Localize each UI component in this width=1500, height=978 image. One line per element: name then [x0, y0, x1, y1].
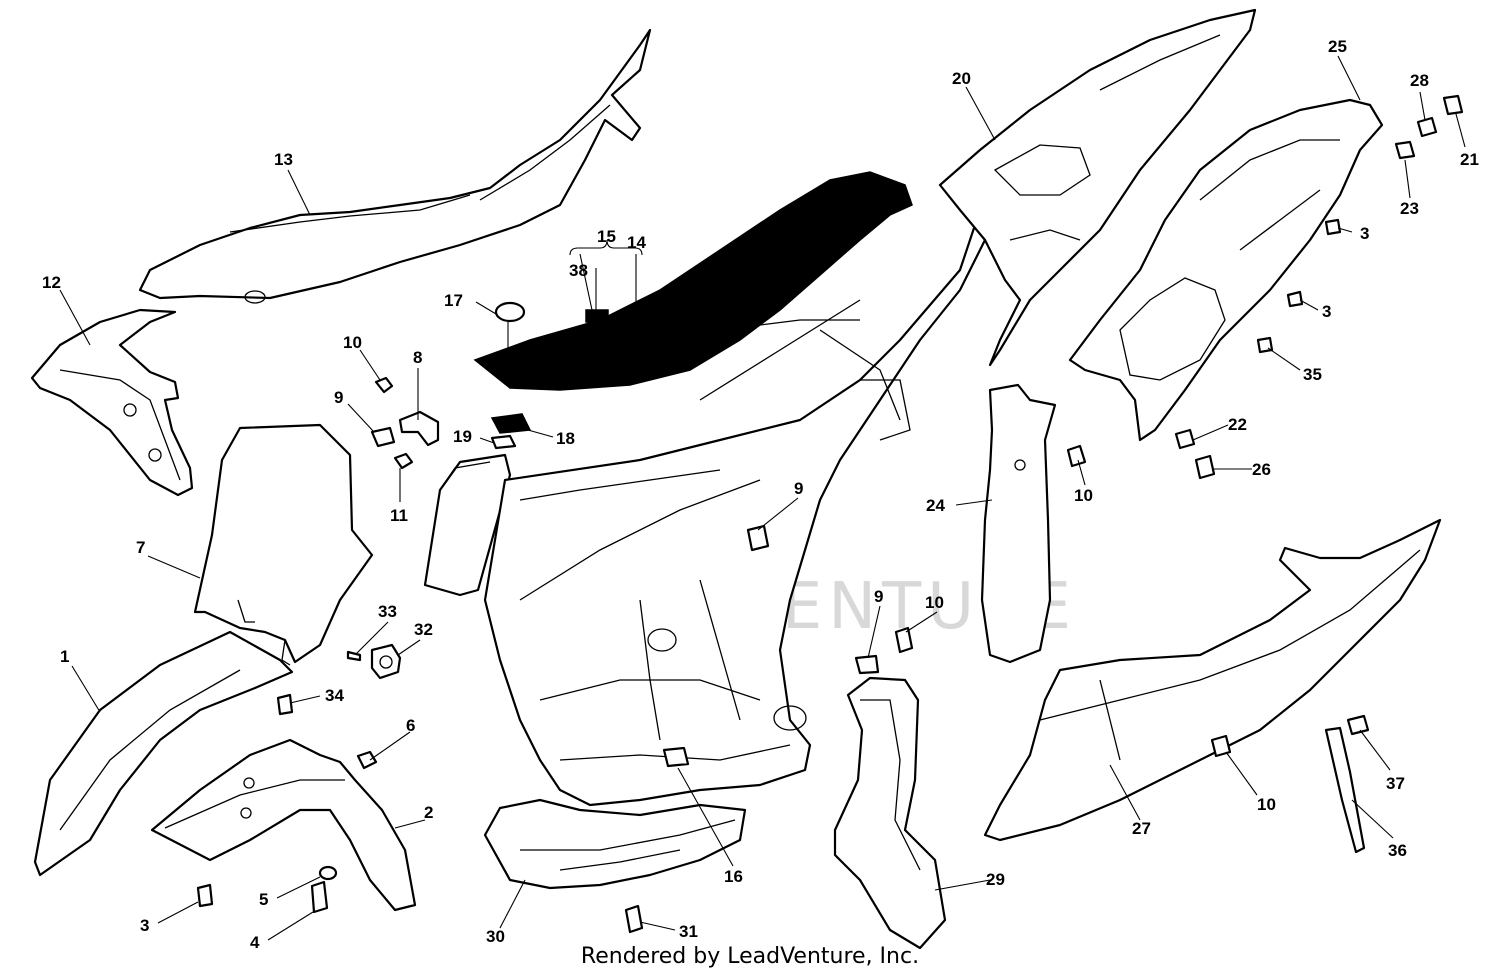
part-16-frame-clip[interactable]: [662, 746, 690, 768]
callout-labels: 1 2 3 4 5 6 7 8 9 10 11 12 13 14 15 16 1…: [42, 37, 1479, 952]
callout-23: 23: [1400, 199, 1419, 218]
part-16-frame[interactable]: [423, 198, 992, 807]
callout-25: 25: [1328, 37, 1347, 56]
part-5-washer[interactable]: [318, 865, 338, 881]
callout-9: 9: [334, 388, 343, 407]
callout-2: 2: [424, 803, 433, 822]
part-23-nut[interactable]: [1394, 140, 1416, 160]
part-20-rear-fender[interactable]: [938, 8, 1257, 367]
part-13-side-cover[interactable]: [138, 28, 652, 304]
callout-34: 34: [325, 686, 344, 705]
part-3-screw-b[interactable]: [1324, 218, 1342, 236]
part-32-clamp[interactable]: [370, 643, 402, 680]
callout-35: 35: [1303, 365, 1322, 384]
callout-36: 36: [1388, 841, 1407, 860]
callout-11: 11: [390, 506, 408, 525]
callout-29: 29: [986, 870, 1005, 889]
callout-10: 10: [343, 333, 362, 352]
part-9-clip-b[interactable]: [746, 524, 770, 552]
part-9-clip-c[interactable]: [854, 654, 880, 675]
callout-1: 1: [60, 647, 69, 666]
callout-14: 14: [627, 233, 646, 252]
part-11-bolt[interactable]: [393, 452, 414, 470]
callout-24: 24: [926, 496, 945, 515]
part-36-strap[interactable]: [1324, 726, 1366, 854]
part-8-bracket[interactable]: [398, 410, 440, 447]
part-38-pad[interactable]: [585, 309, 609, 323]
callout-30: 30: [486, 927, 505, 946]
callout-6: 6: [406, 716, 415, 735]
part-10-bolt-d[interactable]: [1210, 734, 1232, 758]
part-22-grommet[interactable]: [1174, 428, 1196, 450]
callout-18: 18: [556, 429, 575, 448]
part-33-screw[interactable]: [346, 650, 362, 662]
part-6-nut[interactable]: [356, 750, 378, 770]
part-30-skid-plate[interactable]: [483, 798, 747, 890]
part-27-side-cover[interactable]: [983, 518, 1442, 842]
callout-3b: 3: [1360, 224, 1369, 243]
callout-38: 38: [569, 261, 588, 280]
part-29-shroud[interactable]: [833, 676, 947, 950]
callout-28: 28: [1410, 71, 1429, 90]
callout-21: 21: [1460, 150, 1479, 169]
part-15-brace: [569, 239, 643, 256]
callout-9b: 9: [794, 479, 803, 498]
part-1-front-fairing[interactable]: [33, 630, 294, 877]
callout-7: 7: [136, 538, 145, 557]
callout-8: 8: [413, 348, 422, 367]
callout-13: 13: [274, 150, 293, 169]
callout-12: 12: [42, 273, 61, 292]
part-37-clip[interactable]: [1346, 714, 1370, 736]
part-19-clip[interactable]: [490, 434, 517, 450]
callout-27: 27: [1132, 819, 1151, 838]
callout-9c: 9: [874, 587, 883, 606]
part-21-screw[interactable]: [1442, 94, 1464, 116]
callout-32: 32: [414, 620, 433, 639]
part-14-seat[interactable]: [473, 171, 913, 391]
part-10-bolt-a[interactable]: [374, 376, 394, 394]
callout-19: 19: [453, 427, 472, 446]
callout-10b: 10: [925, 593, 944, 612]
part-24-guard[interactable]: [980, 383, 1057, 664]
part-9-clip-a[interactable]: [370, 426, 396, 448]
part-34-screw[interactable]: [276, 693, 294, 716]
callout-31: 31: [679, 922, 698, 941]
part-28-grommet[interactable]: [1416, 116, 1438, 138]
callout-26: 26: [1252, 460, 1271, 479]
part-31-screw[interactable]: [624, 904, 644, 934]
callout-3c: 3: [1322, 302, 1331, 321]
callout-4: 4: [250, 933, 260, 952]
callout-15: 15: [597, 227, 616, 246]
part-3-screw-c[interactable]: [1286, 290, 1304, 308]
callout-33: 33: [378, 602, 397, 621]
callout-20: 20: [952, 69, 971, 88]
callout-10c: 10: [1074, 486, 1093, 505]
part-25-tail-section[interactable]: [1068, 98, 1384, 442]
callout-5: 5: [259, 890, 268, 909]
callout-10d: 10: [1257, 795, 1276, 814]
part-18-pad[interactable]: [490, 413, 532, 434]
callout-17: 17: [444, 291, 463, 310]
callout-22: 22: [1228, 415, 1247, 434]
callout-16: 16: [724, 867, 743, 886]
part-12-radiator-shroud[interactable]: [30, 308, 194, 497]
callout-3: 3: [140, 916, 149, 935]
part-4-screw[interactable]: [310, 880, 329, 914]
part-26-screw[interactable]: [1194, 454, 1216, 480]
leader-lines: [59, 55, 1466, 941]
part-10-bolt-c[interactable]: [1066, 444, 1087, 468]
part-7-number-plate[interactable]: [193, 423, 374, 666]
part-10-bolt-b[interactable]: [894, 626, 914, 654]
part-3-screw-a[interactable]: [196, 883, 214, 908]
footer-credit: Rendered by LeadVenture, Inc.: [580, 944, 920, 969]
part-17-cap[interactable]: [494, 301, 526, 372]
part-2-front-fender[interactable]: [150, 738, 417, 912]
callout-37: 37: [1386, 774, 1405, 793]
